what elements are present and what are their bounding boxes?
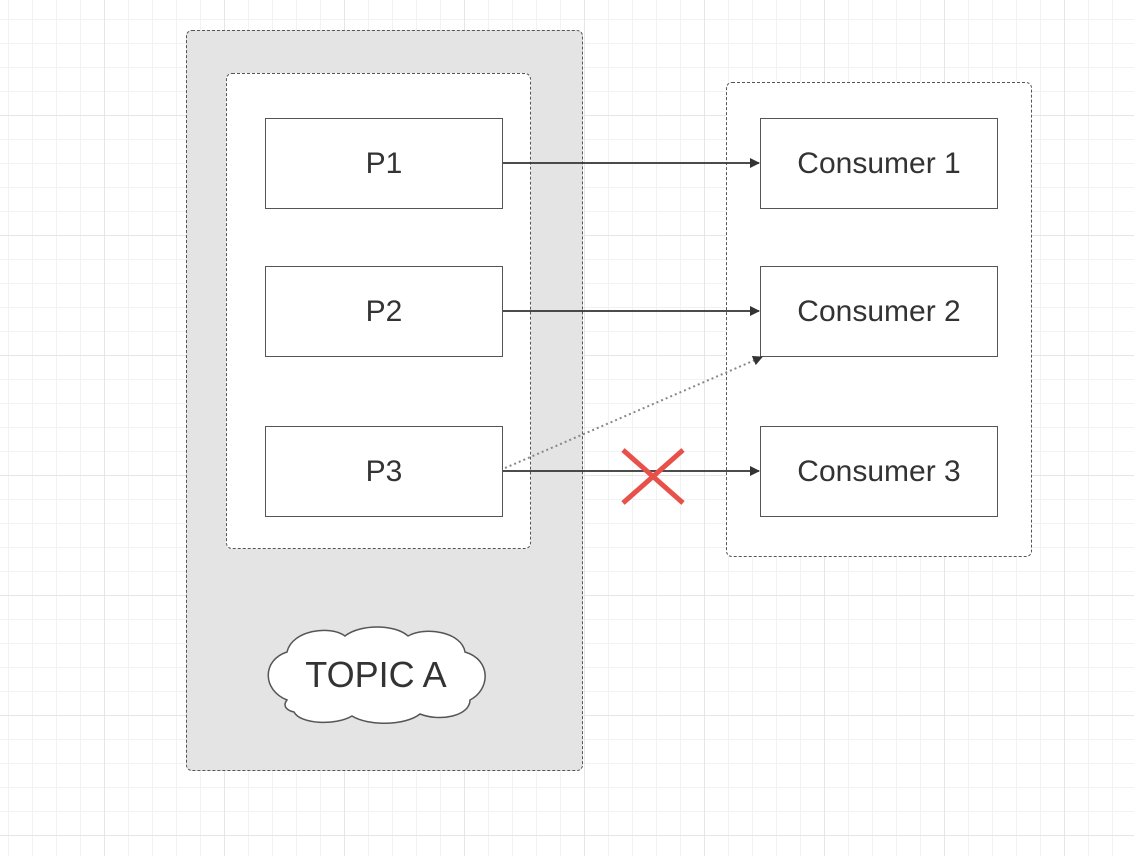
partition-p3-label: P3 [365,454,403,488]
partition-p2-label: P2 [365,294,403,328]
partition-p1[interactable]: P1 [265,118,503,209]
consumer-3[interactable]: Consumer 3 [760,426,998,517]
topic-label: TOPIC A [262,625,490,725]
consumer-2-label: Consumer 2 [797,294,961,328]
consumer-1[interactable]: Consumer 1 [760,118,998,209]
consumer-3-label: Consumer 3 [797,454,961,488]
cloud-icon [267,626,486,724]
arrow-p3-consumer-2-dotted [504,355,763,469]
consumer-1-label: Consumer 1 [797,146,961,180]
partition-p3[interactable]: P3 [265,426,503,517]
x-mark-icon [621,448,685,505]
consumer-2[interactable]: Consumer 2 [760,266,998,357]
partition-p1-label: P1 [365,146,403,180]
topic-label-text: TOPIC A [305,654,447,695]
partition-p2[interactable]: P2 [265,266,503,357]
